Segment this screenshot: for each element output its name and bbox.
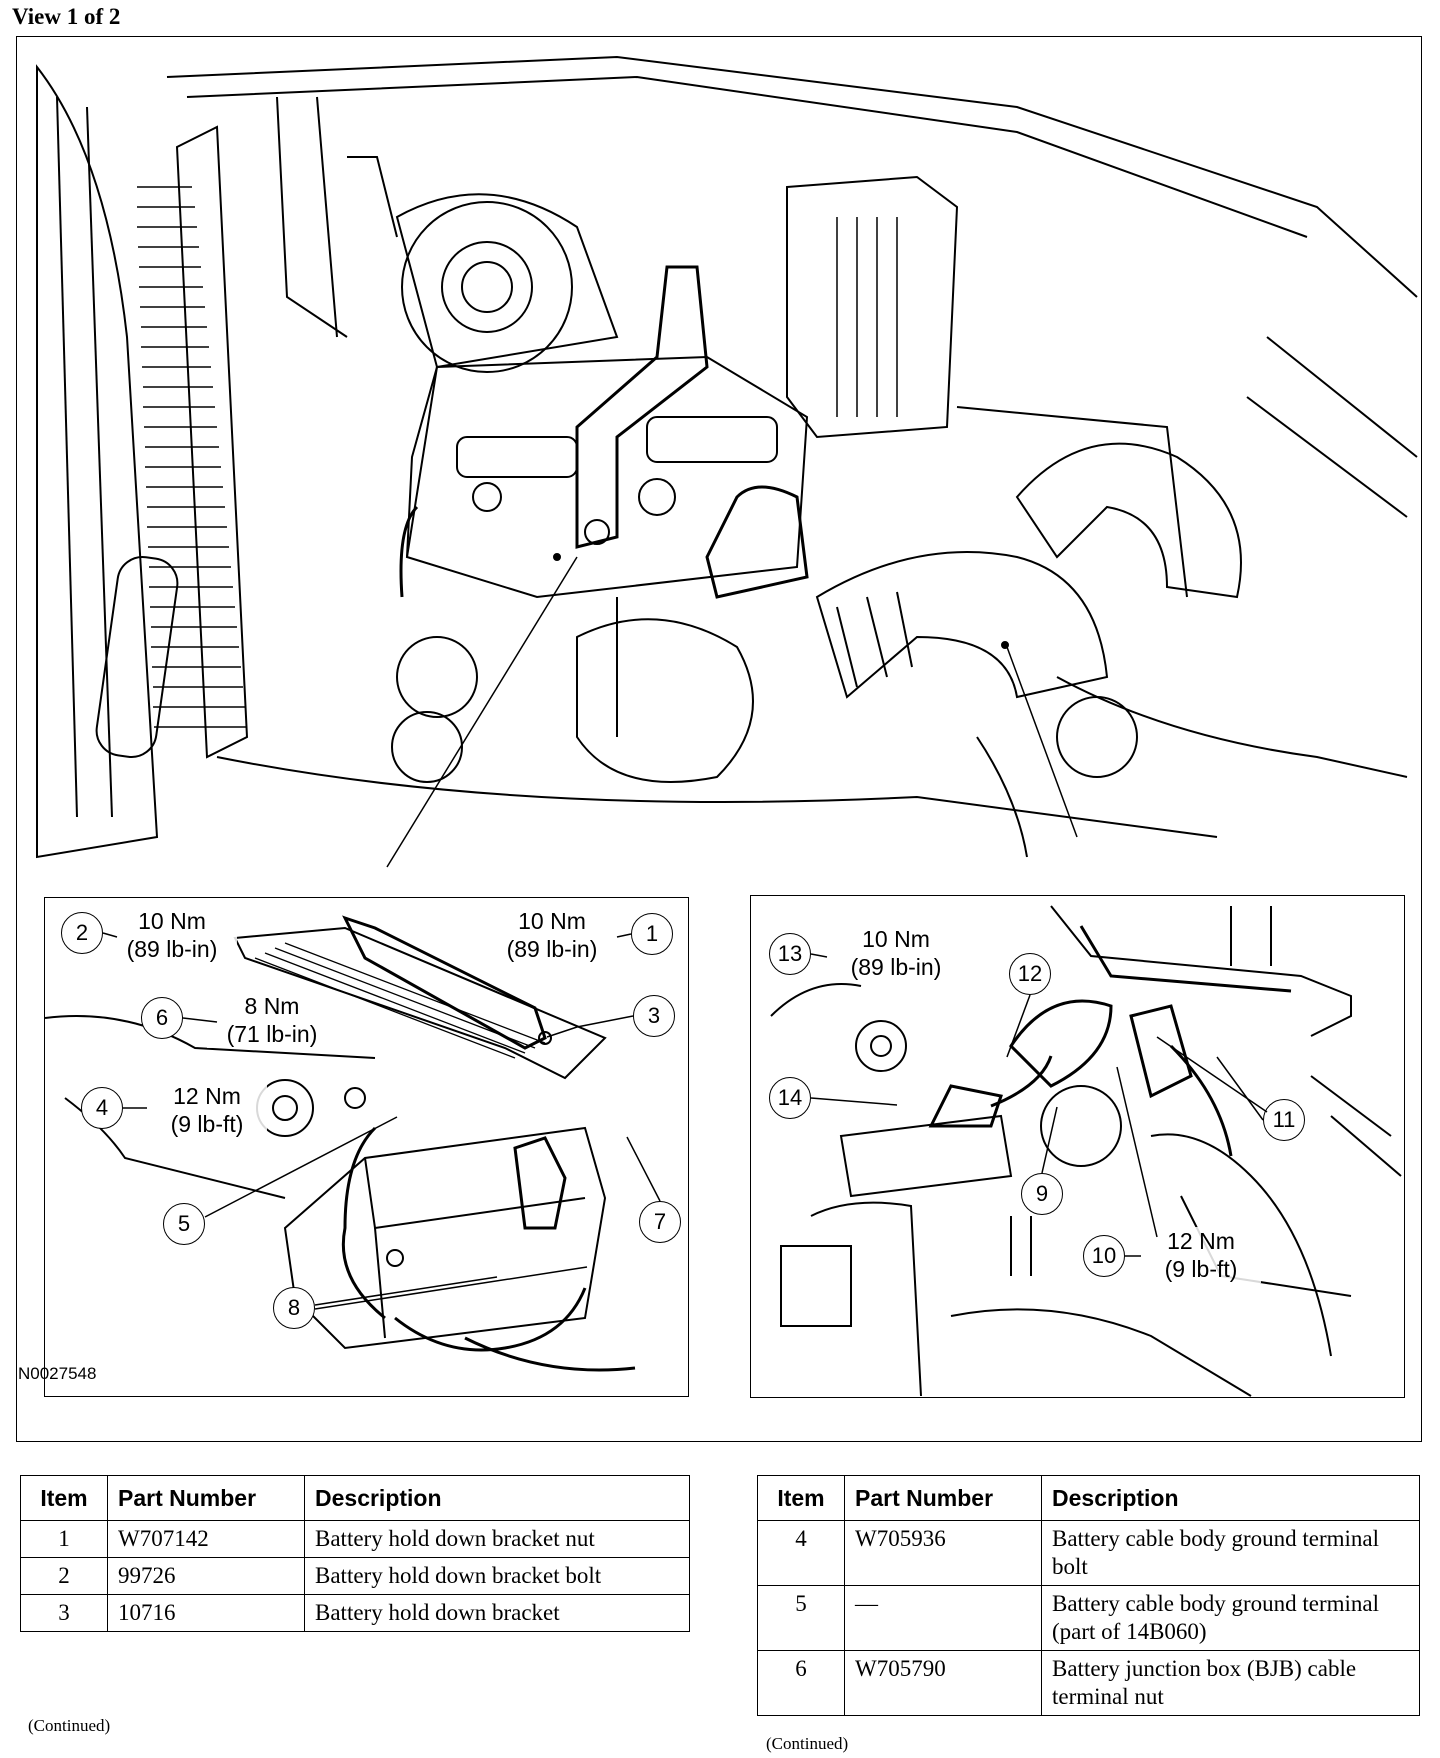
row-part-number: 99726 (107, 1557, 305, 1595)
callout-10: 10 (1083, 1235, 1125, 1277)
continued-note-left: (Continued) (28, 1716, 111, 1735)
torque-1-nm: 10 Nm (518, 908, 586, 934)
torque-4-imperial: (9 lb-ft) (170, 1111, 244, 1137)
row-description: Battery hold down bracket (304, 1594, 690, 1632)
row-description: Battery hold down bracket bolt (304, 1557, 690, 1595)
callout-1: 1 (631, 913, 673, 955)
torque-6-imperial: (71 lb-in) (226, 1021, 318, 1047)
table-row: 2 99726 Battery hold down bracket bolt (20, 1557, 690, 1595)
row-part-number: W707142 (107, 1520, 305, 1558)
callout-14: 14 (769, 1077, 811, 1119)
row-item: 5 (757, 1585, 845, 1651)
header-part-number: Part Number (107, 1475, 305, 1521)
continued-note-right: (Continued) (766, 1734, 849, 1753)
row-item: 3 (20, 1594, 108, 1632)
torque-2-nm: 10 Nm (138, 908, 206, 934)
callout-3: 3 (633, 995, 675, 1037)
torque-2-imperial: (89 lb-in) (126, 936, 218, 962)
row-part-number: 10716 (107, 1594, 305, 1632)
header-part-number: Part Number (844, 1475, 1042, 1521)
torque-10-imperial: (9 lb-ft) (1164, 1256, 1238, 1282)
row-description: Battery junction box (BJB) cable termina… (1041, 1650, 1420, 1716)
row-description: Battery cable body ground terminal bolt (1041, 1520, 1420, 1586)
callout-9: 9 (1021, 1173, 1063, 1215)
torque-6-nm: 8 Nm (244, 993, 300, 1019)
table-row: 1 W707142 Battery hold down bracket nut (20, 1520, 690, 1558)
row-item: 2 (20, 1557, 108, 1595)
battery-detail-line-art (45, 915, 636, 1372)
table-row: 6 W705790 Battery junction box (BJB) cab… (757, 1650, 1420, 1716)
figure-id: N0027548 (18, 1364, 97, 1383)
callout-11: 11 (1263, 1099, 1305, 1141)
callout-2: 2 (61, 912, 103, 954)
callout-8: 8 (273, 1287, 315, 1329)
row-part-number: W705936 (844, 1520, 1042, 1586)
callout-5: 5 (163, 1203, 205, 1245)
callout-7: 7 (639, 1201, 681, 1243)
callout-6: 6 (141, 997, 183, 1039)
torque-1-imperial: (89 lb-in) (506, 936, 598, 962)
row-item: 1 (20, 1520, 108, 1558)
parts-table-right: Item Part Number Description 4 W705936 B… (757, 1475, 1420, 1716)
header-item: Item (20, 1475, 108, 1521)
torque-10: 12 Nm (9 lb-ft) (1141, 1227, 1261, 1283)
table-header-row: Item Part Number Description (20, 1475, 690, 1521)
table-row: 5 — Battery cable body ground terminal (… (757, 1585, 1420, 1651)
callout-12: 12 (1009, 953, 1051, 995)
torque-10-nm: 12 Nm (1167, 1228, 1235, 1254)
table-row: 4 W705936 Battery cable body ground term… (757, 1520, 1420, 1586)
header-item: Item (757, 1475, 845, 1521)
torque-13-nm: 10 Nm (862, 926, 930, 952)
parts-table-left: Item Part Number Description 1 W707142 B… (20, 1475, 690, 1632)
table-row: 3 10716 Battery hold down bracket (20, 1594, 690, 1632)
torque-4-nm: 12 Nm (173, 1083, 241, 1109)
row-item: 4 (757, 1520, 845, 1586)
callout-13: 13 (769, 933, 811, 975)
torque-2: 10 Nm (89 lb-in) (107, 907, 237, 963)
row-description: Battery hold down bracket nut (304, 1520, 690, 1558)
torque-13: 10 Nm (89 lb-in) (831, 925, 961, 981)
torque-13-imperial: (89 lb-in) (850, 954, 942, 980)
view-title: View 1 of 2 (12, 4, 121, 29)
row-item: 6 (757, 1650, 845, 1716)
engine-bay-line-art (36, 55, 1418, 868)
header-description: Description (1041, 1475, 1420, 1521)
row-part-number: W705790 (844, 1650, 1042, 1716)
inset-battery-hold-down-detail (44, 897, 689, 1397)
header-description: Description (304, 1475, 690, 1521)
callout-4: 4 (81, 1087, 123, 1129)
engine-bay-illustration: 2 10 Nm (89 lb-in) 10 Nm (89 lb-in) 1 3 … (16, 36, 1422, 1442)
row-part-number: — (844, 1585, 1042, 1651)
table-header-row: Item Part Number Description (757, 1475, 1420, 1521)
row-description: Battery cable body ground terminal (part… (1041, 1585, 1420, 1651)
torque-6: 8 Nm (71 lb-in) (207, 992, 337, 1048)
torque-1: 10 Nm (89 lb-in) (487, 907, 617, 963)
torque-4: 12 Nm (9 lb-ft) (147, 1082, 267, 1138)
